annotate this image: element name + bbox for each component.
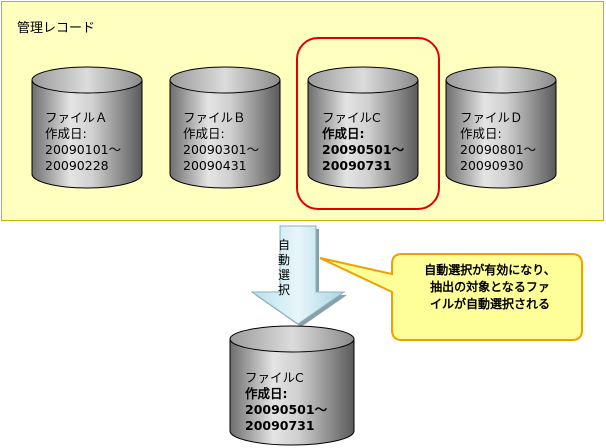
down-arrow-icon — [250, 225, 347, 326]
file-d-name: ファイルＤ — [460, 110, 523, 125]
file-a-database-icon — [31, 66, 143, 189]
file-b-date-label: 作成日: — [183, 126, 225, 141]
file-b-start: 20090301～ — [183, 142, 260, 157]
file-d-start: 20090801～ — [460, 142, 537, 157]
file-a-start: 20090101～ — [45, 142, 122, 157]
result-file-label: ファイルC 作成日: 20090501～ 20090731 — [245, 370, 327, 434]
result-file-name: ファイルC — [245, 370, 304, 385]
file-a-end: 20090228 — [45, 158, 109, 173]
file-c-label: ファイルC 作成日: 20090501～ 20090731 — [322, 110, 404, 174]
result-start: 20090501～ — [245, 402, 328, 417]
arrow-label: 自 動 選 択 — [276, 238, 292, 298]
file-a-date-label: 作成日: — [45, 126, 87, 141]
file-a-name: ファイルＡ — [45, 110, 108, 125]
result-date-label: 作成日: — [245, 386, 288, 401]
file-d-database-icon — [445, 66, 557, 189]
arrow-char: 選 — [277, 268, 290, 282]
callout-text: 自動選択が有効になり、 抽出の対象となるファ イルが自動選択される — [406, 262, 574, 313]
callout-line: 自動選択が有効になり、 — [424, 263, 556, 277]
file-b-end: 20090431 — [183, 158, 247, 173]
file-a-label: ファイルＡ 作成日: 20090101～ 20090228 — [45, 110, 121, 174]
result-file-database-icon — [229, 325, 355, 446]
callout-bubble — [319, 253, 583, 341]
file-c-database-icon — [307, 66, 419, 189]
callout-line: イルが自動選択される — [429, 297, 550, 311]
file-c-start: 20090501～ — [322, 142, 405, 157]
file-d-label: ファイルＤ 作成日: 20090801～ 20090930 — [460, 110, 536, 174]
file-c-name: ファイルC — [322, 110, 381, 125]
file-b-database-icon — [169, 66, 281, 189]
callout-line: 抽出の対象となるファ — [430, 280, 550, 294]
file-b-name: ファイルＢ — [183, 110, 246, 125]
panel-title: 管理レコード — [17, 21, 96, 36]
result-end: 20090731 — [245, 418, 315, 433]
file-c-end: 20090731 — [322, 158, 392, 173]
arrow-char: 自 — [277, 238, 290, 252]
file-c-date-label: 作成日: — [322, 126, 365, 141]
file-b-label: ファイルＢ 作成日: 20090301～ 20090431 — [183, 110, 259, 174]
arrow-char: 択 — [277, 283, 290, 297]
file-d-date-label: 作成日: — [460, 126, 502, 141]
selection-highlight — [296, 37, 440, 210]
arrow-char: 動 — [277, 253, 290, 267]
file-d-end: 20090930 — [460, 158, 524, 173]
